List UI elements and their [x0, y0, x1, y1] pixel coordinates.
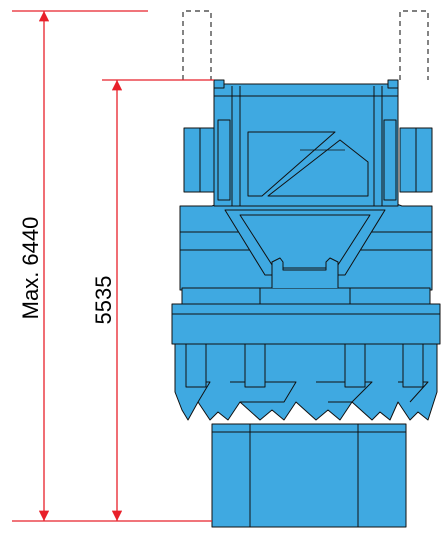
diagonal-panel-2 — [267, 139, 369, 197]
extension-post-left — [182, 10, 212, 80]
leg-3 — [344, 341, 366, 388]
height-label: 5535 — [91, 276, 116, 325]
diagonal-panel — [247, 131, 336, 197]
hopper — [224, 209, 386, 276]
leg-2 — [244, 341, 266, 388]
leg-4 — [402, 341, 424, 388]
base-block — [211, 423, 407, 528]
max-height-label: Max. 6440 — [18, 217, 43, 320]
lower-skirt — [174, 341, 438, 421]
extension-post-right — [399, 10, 429, 80]
middle-collar — [171, 303, 441, 345]
leg-1 — [185, 341, 207, 388]
hopper-handle — [271, 257, 339, 288]
machine-body — [171, 79, 441, 528]
